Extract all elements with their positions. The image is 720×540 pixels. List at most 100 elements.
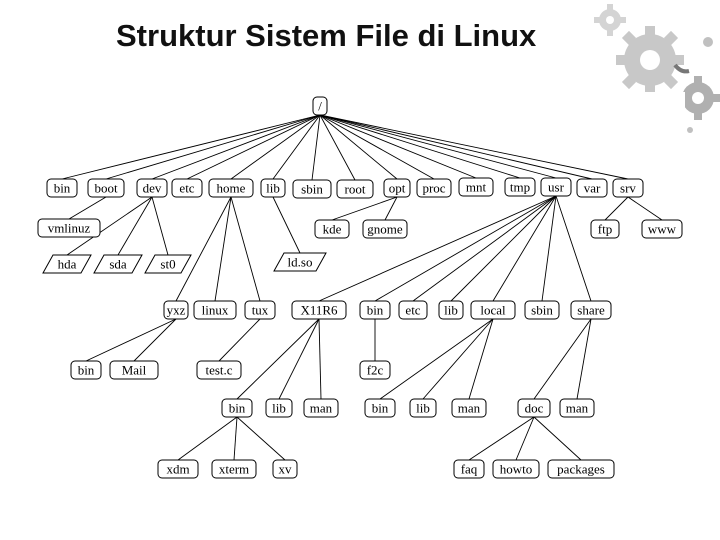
node-label: bin [367,303,384,318]
tree-edge [331,196,398,221]
tree-node-l-man: man [451,398,487,418]
node-box [492,459,540,479]
tree-node-x-bin: bin [221,398,253,418]
tree-edge [318,318,322,400]
tree-node-yxz: yxz [163,300,189,320]
node-label: opt [389,181,406,196]
tree-node-x-man: man [303,398,339,418]
node-box [273,252,327,272]
tree-node-s-man: man [559,398,595,418]
tree-edge [541,195,557,302]
node-label: bin [54,181,71,196]
tree-node-boot: boot [87,178,125,198]
tree-edge [133,318,177,362]
node-label: bin [229,401,246,416]
tree-edge [318,195,557,302]
tree-edge [533,318,592,400]
tree-edge [533,416,582,461]
tree-node-bin: bin [46,178,78,198]
node-label: X11R6 [300,303,338,318]
tree-node-usr-bin: bin [359,300,391,320]
tree-node-etc: etc [171,178,203,198]
node-label: linux [202,303,229,318]
node-label: xterm [219,462,249,477]
tree-node-linux: linux [193,300,237,320]
tree-node-usr-lib: lib [438,300,464,320]
tree-node-mnt: mnt [458,177,494,197]
node-box [93,254,143,274]
node-label: lib [416,401,430,416]
tree-edge [492,195,557,302]
node-box [504,177,536,197]
node-box [144,254,192,274]
node-box [590,219,620,239]
node-box [208,178,254,198]
tree-edge [379,318,494,400]
node-box [364,398,396,418]
node-label: man [310,401,333,416]
node-label: sbin [531,303,553,318]
node-label: lib [272,401,286,416]
tree-edge [85,318,177,362]
tree-node-gnome: gnome [362,219,408,239]
node-box [524,300,560,320]
node-box [221,398,253,418]
tree-node-hda: hda [42,254,92,274]
node-label: proc [422,181,445,196]
node-box [438,300,464,320]
tree-node-tux: tux [244,300,276,320]
tree-node-howto: howto [492,459,540,479]
tree-node-root-dir: root [336,179,374,199]
tree-edge [515,416,535,461]
tree-edge [627,196,663,221]
tree-node-share: share [570,300,612,320]
tree-node-st0: st0 [144,254,192,274]
node-label: st0 [160,257,175,272]
slide-title: Struktur Sistem File di Linux [116,18,537,53]
node-box [292,179,332,199]
tree-edge [175,196,232,302]
node-box [193,300,237,320]
tree-node-sbin: sbin [292,179,332,199]
tree-edge [384,196,398,221]
node-label: boot [94,181,118,196]
tree-node-doc: doc [517,398,551,418]
tree-edge [230,114,321,180]
node-label: ftp [598,222,612,237]
tree-node-xterm: xterm [211,459,257,479]
node-label: gnome [367,222,403,237]
node-box [641,219,683,239]
tree-node-usr: usr [540,177,572,197]
node-box [244,300,276,320]
node-box [171,178,203,198]
node-label: share [577,303,605,318]
node-box [46,178,78,198]
node-label: dev [143,181,162,196]
node-box [163,300,189,320]
node-label: etc [405,303,420,318]
node-box [260,178,286,198]
node-label: bin [78,363,95,378]
node-box [453,459,485,479]
tree-node-ftp: ftp [590,219,620,239]
tree-node-x-lib: lib [265,398,293,418]
tree-edge [450,195,557,302]
node-box [547,459,615,479]
node-label: xv [279,462,293,477]
node-label: tux [252,303,269,318]
node-label: bin [372,401,389,416]
tree-edge [151,114,321,180]
tree-edge [422,318,494,400]
tree-edge [230,196,261,302]
node-box [312,96,328,116]
tree-node-faq: faq [453,459,485,479]
tree-edge [576,318,592,400]
node-box [196,360,242,380]
tree-node-xv: xv [272,459,298,479]
node-label: lib [444,303,458,318]
tree-node-test-c: test.c [196,360,242,380]
tree-edge [278,318,320,400]
node-label: home [217,181,246,196]
tree-edge [319,114,629,180]
